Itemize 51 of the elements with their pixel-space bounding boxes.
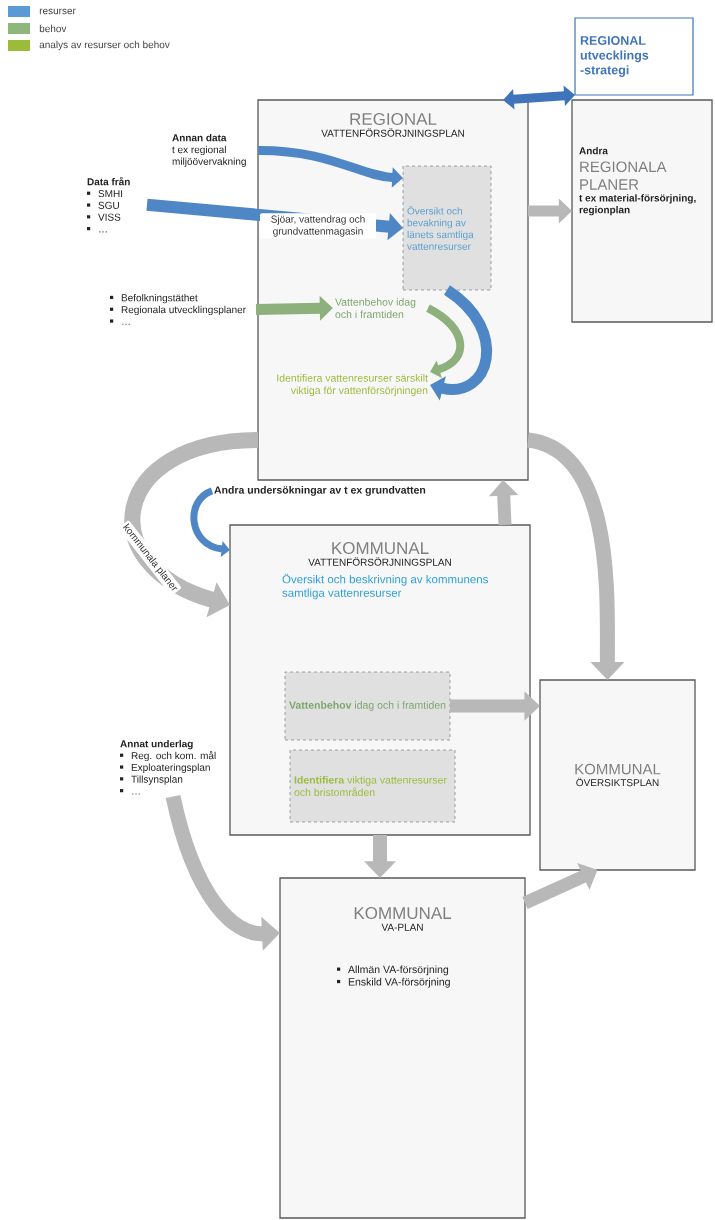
list-item: Reg. och kom. mål bbox=[120, 751, 216, 762]
list-item: … bbox=[87, 227, 107, 233]
heading: REGIONAL bbox=[580, 36, 646, 45]
list-item: Enskild VA-försörjning bbox=[337, 977, 450, 988]
list-item: … bbox=[110, 319, 130, 325]
body-text: Andra bbox=[579, 147, 608, 155]
edge-label: Sjöar, vattendrag och grundvattenmagasin bbox=[271, 215, 365, 237]
list-item: VISS bbox=[87, 213, 121, 221]
heading: REGIONAL bbox=[350, 113, 437, 126]
heading: KOMMUNAL bbox=[575, 763, 661, 775]
list-item: Regionala utvecklingsplaner bbox=[110, 305, 246, 316]
list-item: Tillsynsplan bbox=[120, 775, 183, 785]
body-text: t ex material-försörjning, regionplan bbox=[579, 194, 696, 216]
subheading: VATTENFÖRSÖRJNINGSPLAN bbox=[321, 128, 464, 137]
body-text: Översikt och beskrivning av kommunens samtliga vattenresurser bbox=[282, 573, 488, 600]
body-text: Identifiera vattenresurser särskilt viktiga för vattenförsörjningen bbox=[277, 374, 428, 397]
heading: REGIONALA PLANER bbox=[580, 161, 667, 190]
arrow bbox=[503, 85, 575, 110]
body-text: t ex regional miljöövervakning bbox=[172, 145, 246, 167]
body-text: Identifiera viktiga vattenresurser och bristområden bbox=[294, 775, 447, 797]
legend-label: behov bbox=[39, 24, 67, 33]
list-item: Exploateringsplan bbox=[120, 763, 210, 773]
body-text: Andra undersökningar av t ex grundvatten bbox=[214, 486, 426, 496]
text-box bbox=[574, 17, 694, 96]
arrow bbox=[430, 285, 492, 401]
list-item: … bbox=[120, 789, 140, 795]
arrow bbox=[426, 304, 465, 378]
legend-label: resurser bbox=[39, 8, 76, 15]
dashed-box bbox=[284, 671, 451, 741]
document-page bbox=[571, 99, 713, 323]
list-item: Befolkningstäthet bbox=[110, 294, 198, 304]
body-text: Vattenbehov idag och i framtiden bbox=[289, 701, 446, 711]
body-text: utvecklings -strategi bbox=[580, 50, 649, 77]
subheading: VA-PLAN bbox=[381, 923, 423, 931]
heading: KOMMUNAL bbox=[332, 542, 429, 555]
list-item: SMHI bbox=[87, 190, 123, 198]
body-text: Vattenbehov idag och i framtiden bbox=[335, 298, 416, 319]
subheading: ÖVERSIKTSPLAN bbox=[576, 777, 659, 787]
body-text: Översikt och bevakning av länets samtliga vattenresurser bbox=[407, 206, 474, 250]
body-text: Annat underlag bbox=[120, 740, 193, 750]
heading: KOMMUNAL bbox=[354, 907, 452, 920]
legend-label: analys av resurser och behov bbox=[39, 40, 170, 51]
document-page bbox=[539, 679, 696, 871]
document-page bbox=[279, 877, 526, 1219]
dashed-box bbox=[289, 749, 456, 823]
list-item: SGU bbox=[87, 201, 119, 209]
dashed-box bbox=[402, 165, 492, 291]
subheading: VATTENFÖRSÖRJNINGSPLAN bbox=[308, 557, 451, 566]
body-text: Data från bbox=[87, 177, 130, 186]
body-text: Annan data bbox=[172, 134, 227, 142]
list-item: Allmän VA-försörjning bbox=[337, 965, 449, 976]
